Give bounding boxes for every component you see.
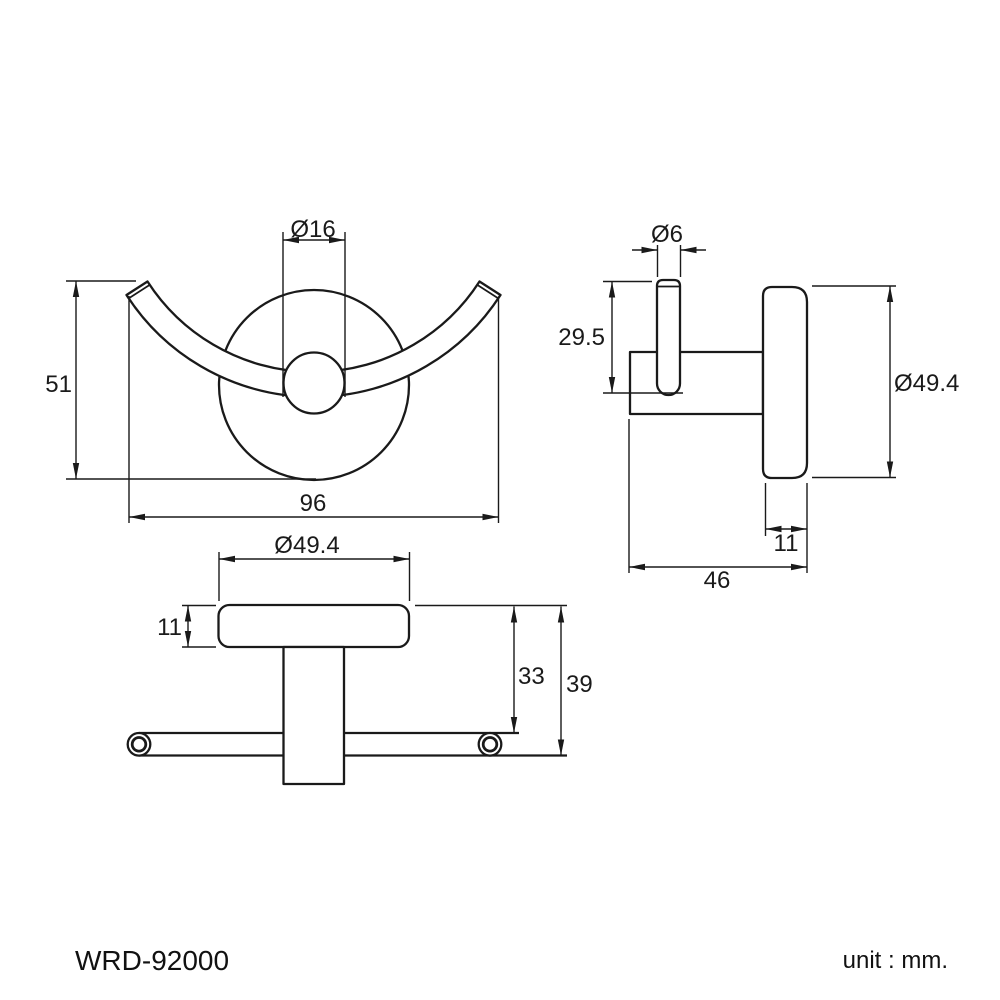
dim-label-top-depth-to-bar: 33 [518, 663, 545, 690]
dim-side-plate-diameter: Ø49.4 [812, 285, 959, 479]
left-tip-cap-line [127, 284, 151, 300]
wall-plate-profile [761, 285, 809, 480]
dim-side-tip-height: 29.5 [558, 280, 683, 394]
dim-side-tip-diameter: Ø6 [632, 221, 706, 277]
hook-bar [139, 731, 567, 757]
right-tip-cap-line [476, 284, 500, 300]
hook-arms [125, 280, 502, 399]
center-collar-circle [282, 351, 346, 415]
stem-top [282, 645, 346, 786]
dim-label-side-total-depth: 46 [704, 567, 731, 594]
dim-label-side-plate-diameter: Ø49.4 [894, 370, 959, 397]
front-view: Ø16 51 96 [45, 216, 502, 523]
dim-top-plate-thickness: 11 [157, 604, 216, 648]
dim-side-plate-thickness: 11 [764, 483, 808, 573]
unit-label: unit : mm. [843, 947, 948, 974]
hook-arm-profile [628, 350, 765, 416]
dim-side-total-depth: 46 [628, 419, 807, 594]
part-number: WRD-92000 [75, 945, 229, 976]
dim-label-top-total-depth: 39 [566, 671, 593, 698]
side-view: Ø6 29.5 Ø49.4 11 [558, 221, 959, 594]
dim-label-side-tip-height: 29.5 [558, 324, 605, 351]
dim-label-top-plate-thickness: 11 [157, 614, 182, 641]
dim-label-top-plate-diameter: Ø49.4 [274, 532, 339, 559]
dim-label-side-tip-diameter: Ø6 [651, 221, 683, 248]
hook-tip-circle-left [126, 731, 152, 757]
dim-top-plate-diameter: Ø49.4 [218, 532, 411, 601]
wall-plate-top [217, 603, 411, 649]
dim-label-side-plate-thickness: 11 [774, 530, 799, 557]
hook-tip-rod [655, 278, 682, 397]
dim-top-total-depth: 39 [557, 606, 593, 756]
dim-label-front-width: 96 [300, 490, 327, 517]
dim-front-height: 51 [45, 280, 316, 480]
dim-front-collar-diameter: Ø16 [282, 216, 346, 397]
dim-label-front-height: 51 [45, 371, 72, 398]
dim-label-front-collar: Ø16 [290, 216, 335, 243]
top-view: Ø49.4 11 33 39 [126, 532, 593, 786]
hook-tip-circle-right [477, 731, 503, 757]
dim-front-width: 96 [128, 296, 500, 523]
dim-top-depth-to-bar: 33 [510, 606, 545, 733]
